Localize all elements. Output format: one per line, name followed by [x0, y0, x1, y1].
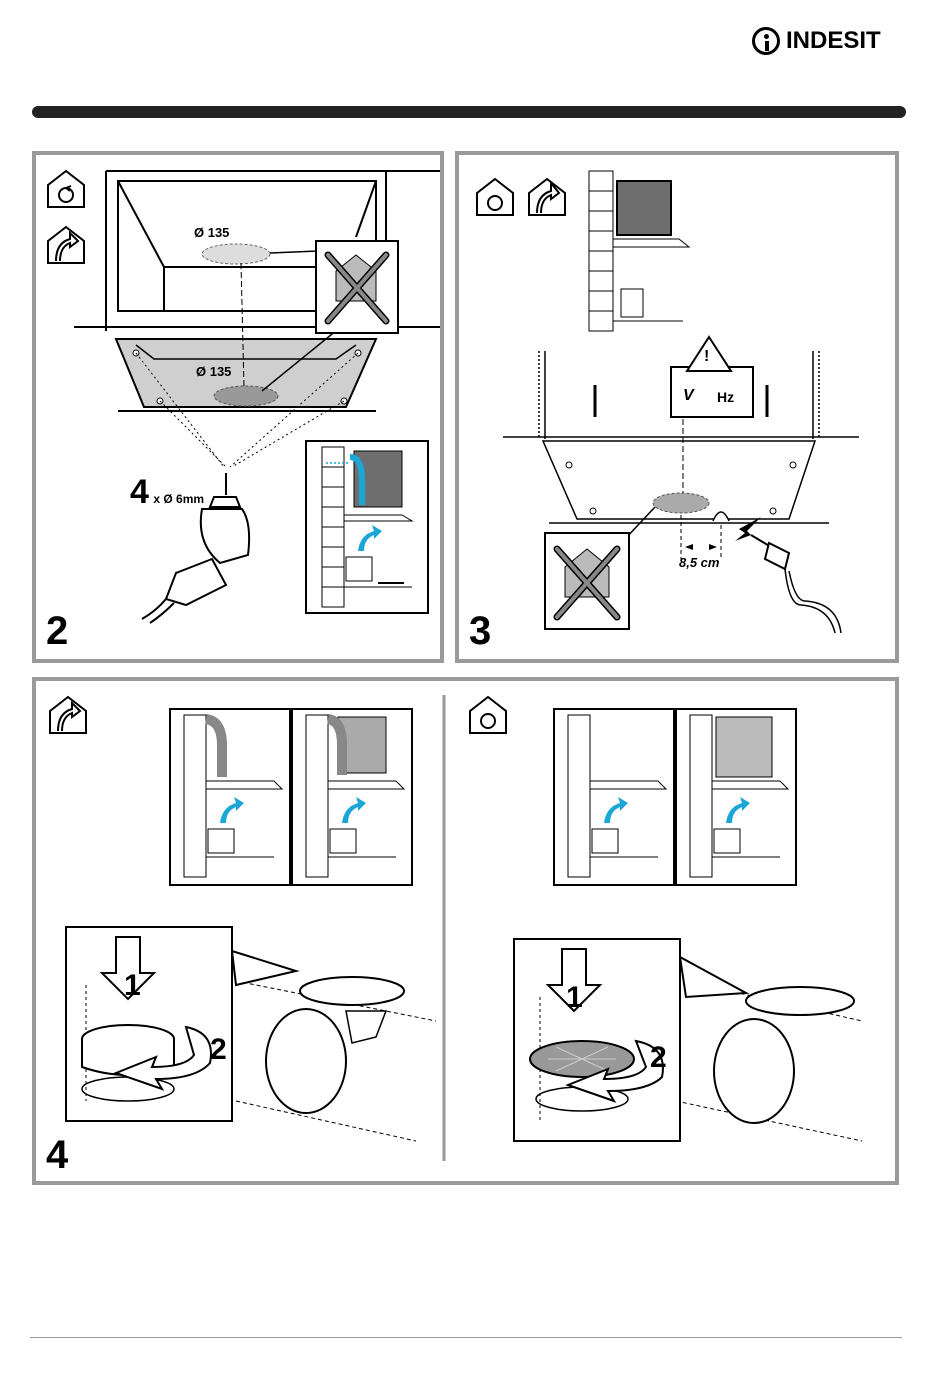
power-plug-icon [735, 517, 841, 633]
voltage-label: V [683, 387, 694, 405]
extraction-house-icon [48, 227, 84, 263]
frequency-label: Hz [717, 389, 734, 405]
step-number: 3 [469, 611, 491, 651]
extraction-house-icon [50, 697, 86, 733]
recirculation-house-icon [48, 171, 84, 207]
diameter-bottom-label: Ø 135 [196, 364, 231, 379]
brand-logo: INDESIT [752, 24, 881, 58]
diameter-top-label: Ø 135 [194, 225, 229, 240]
no-cross-icon [545, 533, 629, 629]
step-number: 2 [46, 611, 68, 651]
step-4b-arrow-1-label: 1 [566, 981, 583, 1015]
step-3-panel: ! V Hz 8,5 cm 3 [455, 151, 899, 663]
step-4b-arrow-2-label: 2 [650, 1041, 667, 1075]
extraction-house-icon [529, 179, 565, 215]
step-3-illustration [459, 155, 895, 659]
brand-name: INDESIT [786, 27, 881, 55]
no-cross-icon [316, 241, 398, 333]
step-4-arrow-1-label: 1 [124, 969, 141, 1003]
recirculation-house-icon [477, 179, 513, 215]
recirculation-house-icon [470, 697, 506, 733]
warning-exclamation: ! [704, 348, 709, 366]
indesit-logo-icon [752, 27, 780, 55]
drill-size: x Ø 6mm [153, 492, 204, 506]
step-2-panel: Ø 135 Ø 135 4 x Ø 6mm 2 [32, 151, 444, 663]
drill-count: 4 [130, 473, 149, 511]
step-4-arrow-2-label: 2 [210, 1033, 227, 1067]
step-4-illustration [36, 681, 895, 1181]
step-number: 4 [46, 1135, 68, 1175]
header-rule [32, 106, 906, 118]
footer-rule [30, 1337, 902, 1338]
step-4-panel: 1 2 1 2 4 [32, 677, 899, 1185]
step-2-illustration [36, 155, 440, 659]
distance-label: 8,5 cm [679, 555, 719, 570]
drill-spec: 4 x Ø 6mm [130, 473, 204, 512]
